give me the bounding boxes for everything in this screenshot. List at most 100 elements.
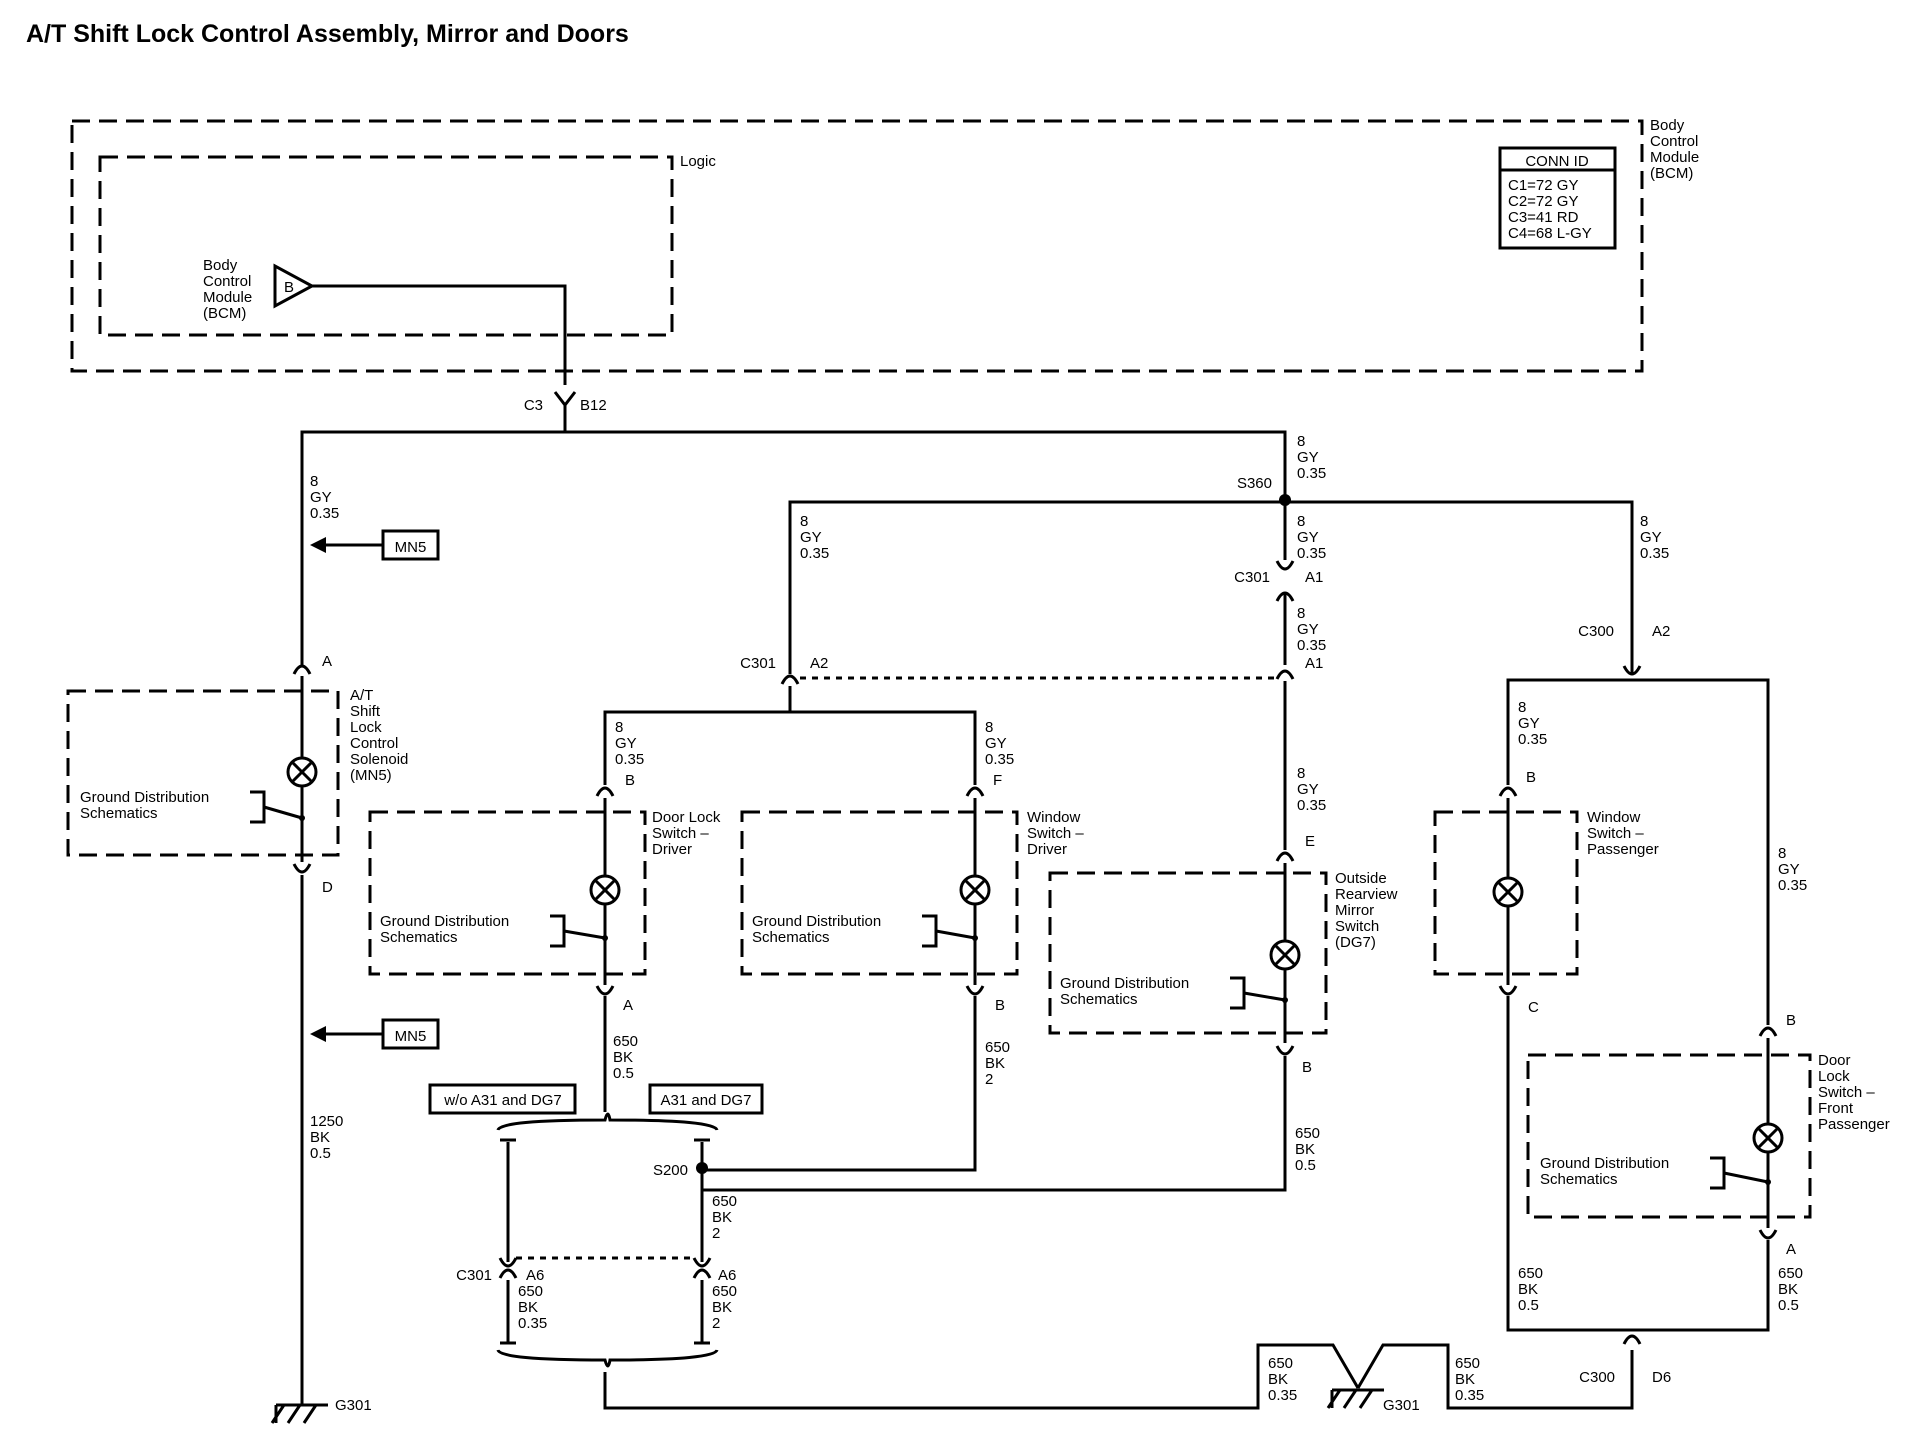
mn5-upper-arrow-head (310, 537, 326, 553)
wire-label-w7: GY (985, 735, 1007, 752)
wire-label-w22: 650 (1778, 1265, 1803, 1282)
branch-window-pass (1506, 678, 1632, 785)
a6-right-label: A6 (718, 1267, 736, 1284)
solenoid-pin-bottom (292, 863, 312, 874)
wire-label-w12: 0.5 (310, 1145, 331, 1162)
wire-label-w20: 0.35 (1455, 1387, 1484, 1404)
c301-a6-left-pin-b (498, 1268, 518, 1279)
doorlock-pass-pin-bottom (1758, 1229, 1778, 1240)
window-pass-pin-bottom (1498, 985, 1518, 996)
wire-label-w15: BK (1295, 1141, 1315, 1158)
c301-a6-left-pin (498, 1257, 518, 1268)
solenoid-label: (MN5) (350, 767, 392, 784)
doorlock-pass-lamp-x2 (1757, 1127, 1779, 1149)
bcm-inner-label: Control (203, 273, 251, 290)
solenoid-gnd-dot (299, 815, 305, 821)
ground-return-left (603, 1343, 1360, 1410)
bcm-inner-label: Module (203, 289, 252, 306)
window-drv-gnd-dot (972, 935, 978, 941)
g301-left-ground-hatch (302, 1404, 318, 1424)
wire-label-w1: 8 (1297, 433, 1305, 450)
doorlock-pass-gnd-dot (1765, 1179, 1771, 1185)
c301-a6-right-pin-b (692, 1268, 712, 1279)
wire-label-w3: GY (800, 529, 822, 546)
doorlock-drv-lamp-x2 (594, 879, 616, 901)
wire-label-w2: 8 (310, 473, 318, 490)
wire-label-w15: 650 (1295, 1125, 1320, 1142)
bus-left (300, 405, 567, 665)
c301-a1-label: C301 (1234, 569, 1270, 586)
mirror-pin-e: E (1305, 833, 1315, 850)
bcm-logic-outline (98, 155, 674, 337)
ground-distribution-label: Ground Distribution (1540, 1155, 1669, 1172)
mirror-gnd-dot (1282, 997, 1288, 1003)
wire-label-w17: 0.35 (518, 1315, 547, 1332)
ground-distribution-label: Ground Distribution (80, 789, 209, 806)
a1-lower-label: A1 (1305, 655, 1323, 672)
wire-label-w13: BK (613, 1049, 633, 1066)
wire-label-w18: 650 (712, 1283, 737, 1300)
s200-splice (696, 1162, 708, 1174)
bcm-logic-label: Logic (680, 153, 716, 170)
wire-label-w21: 0.5 (1518, 1297, 1539, 1314)
wire-label-w22: BK (1778, 1281, 1798, 1298)
page-title: A/T Shift Lock Control Assembly, Mirror … (26, 20, 629, 48)
window-pass-pin-top (1498, 786, 1518, 797)
c301-a6-label: C301 (456, 1267, 492, 1284)
doorlock-pass-out (1632, 1240, 1770, 1332)
g301-left-ground-hatch (286, 1404, 302, 1424)
wire-label-w18: 2 (712, 1315, 720, 1332)
mirror-gnd-bracket (1230, 976, 1246, 1010)
mirror-pin-b: B (1302, 1059, 1312, 1076)
bus-right (565, 430, 1287, 560)
c3-label: C3 (524, 397, 543, 414)
wire-label-w5: 0.35 (1640, 545, 1669, 562)
g301-left-label: G301 (335, 1397, 372, 1414)
c301-a2-pin (780, 674, 800, 685)
wire-label-w11: GY (1778, 861, 1800, 878)
b12-label: B12 (580, 397, 607, 414)
c3-connector (553, 391, 577, 408)
doorlock-pass-label: Door (1818, 1052, 1851, 1069)
doorlock-pass-gnd-bracket (1710, 1156, 1726, 1190)
wire-label-w11: 8 (1778, 845, 1786, 862)
bcm-pin-label: B (284, 279, 294, 296)
mirror-label: (DG7) (1335, 934, 1376, 951)
g301-right-ground-hatch (1326, 1389, 1342, 1409)
mirror-lamp-x2 (1274, 944, 1296, 966)
wire-label-w16: 650 (712, 1193, 737, 1210)
doorlock-drv-pin-top (595, 786, 615, 797)
c300-d6-pin (1622, 1334, 1642, 1345)
ground-return-right (1356, 1343, 1634, 1410)
wire-label-w9: 0.35 (1297, 797, 1326, 814)
wire-label-w1: GY (1297, 449, 1319, 466)
solenoid-label: Solenoid (350, 751, 408, 768)
g301-right-label: G301 (1383, 1397, 1420, 1414)
wire-label-w8: GY (1297, 621, 1319, 638)
doorlock-drv-pin-a: A (623, 997, 633, 1014)
d6-label: D6 (1652, 1369, 1671, 1386)
wire-label-w14: 2 (985, 1071, 993, 1088)
g301-right-ground-hatch (1358, 1389, 1374, 1409)
conn-id-title: CONN ID (1525, 153, 1589, 170)
wire-label-w3: 8 (800, 513, 808, 530)
c301-a2-label: C301 (740, 655, 776, 672)
doorlock-pass-pin-b: B (1786, 1012, 1796, 1029)
doorlock-drv-label: Driver (652, 841, 692, 858)
wire-label-w22: 0.5 (1778, 1297, 1799, 1314)
window-pass-label: Passenger (1587, 841, 1659, 858)
doorlock-pass-gnd-lead (1723, 1171, 1769, 1184)
c300-a2-pin (1622, 665, 1642, 676)
wire-label-w4: 0.35 (1297, 545, 1326, 562)
doorlock-drv-gnd-bracket (550, 914, 566, 948)
bottom-brace (496, 1349, 719, 1368)
bcm-label: Body (1650, 117, 1685, 134)
wire-label-w4: 8 (1297, 513, 1305, 530)
bcm-inner-label: (BCM) (203, 305, 246, 322)
window-drv-label: Driver (1027, 841, 1067, 858)
mn5-upper-ref: MN5 (395, 539, 427, 556)
window-pass-lamp-x2 (1497, 881, 1519, 903)
wire-label-w16: 2 (712, 1225, 720, 1242)
window-drv-pin-bottom (965, 985, 985, 996)
bcm-label: Module (1650, 149, 1699, 166)
